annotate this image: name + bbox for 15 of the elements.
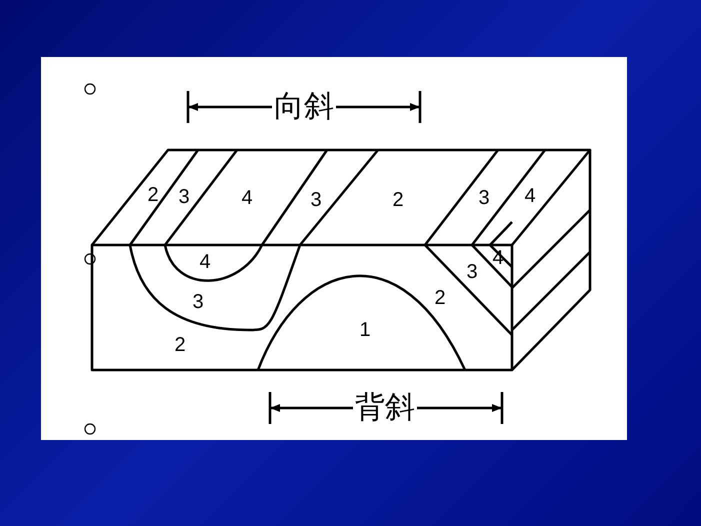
stratum-number: 2 [434,288,446,308]
stratum-number: 4 [199,252,211,272]
stratum-number: 2 [392,190,404,210]
stratum-number: 4 [241,188,253,208]
stratum-number: 3 [466,262,478,282]
stratum-number: 1 [359,320,371,340]
stratum-number: 3 [192,292,204,312]
stratum-number: 3 [178,187,190,207]
stratum-number: 2 [174,335,186,355]
stratum-number: 3 [478,188,490,208]
fold-label: 向斜 [272,92,336,122]
stratum-number: 2 [147,185,159,205]
stratum-number: 3 [310,190,322,210]
fold-label: 背斜 [353,393,417,423]
stratum-number: 4 [524,186,536,206]
